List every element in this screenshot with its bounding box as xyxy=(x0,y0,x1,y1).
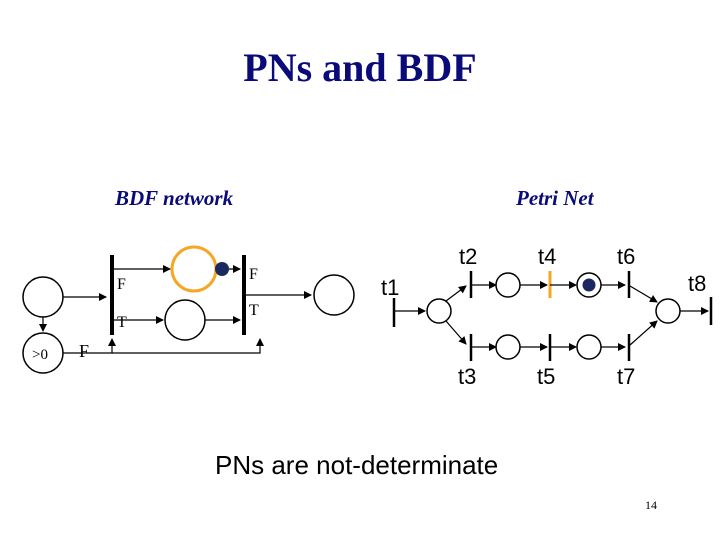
petri-transition-t8-label: t8 xyxy=(688,271,706,296)
bdf-switch-port-false: F xyxy=(117,276,126,293)
petri-lower-place-2 xyxy=(576,334,602,360)
bdf-select-actor xyxy=(242,255,246,335)
bdf-control-port: F xyxy=(79,341,89,361)
petri-arc-t7-to-final xyxy=(629,320,658,346)
petri-transition-t4-label: t4 xyxy=(538,244,556,269)
bdf-network-label: BDF network xyxy=(115,186,234,210)
petri-transition-t7-label: t7 xyxy=(617,364,635,389)
petri-net: t1 t2 t3 t4 xyxy=(381,244,713,389)
bdf-switch-port-true: T xyxy=(117,314,127,331)
slide-title: PNs and BDF xyxy=(243,45,477,90)
bdf-token xyxy=(215,262,229,276)
bdf-test-label: >0 xyxy=(32,347,48,363)
bdf-upper-actor xyxy=(170,245,218,293)
slide-note: PNs are not-determinate xyxy=(215,450,499,480)
petri-lower-place-1 xyxy=(495,334,521,360)
petri-place-center xyxy=(426,298,452,324)
petri-arc-center-to-t2 xyxy=(445,285,467,302)
petri-token xyxy=(582,278,596,292)
bdf-switch-actor xyxy=(110,255,114,335)
petri-arc-t6-to-final xyxy=(629,285,658,303)
bdf-lower-actor xyxy=(164,299,206,341)
bdf-sink-actor xyxy=(313,274,355,316)
petri-transition-t5-label: t5 xyxy=(537,364,555,389)
bdf-network: >0 F T F T xyxy=(22,245,355,374)
petri-net-label: Petri Net xyxy=(516,186,594,210)
petri-arc-center-to-t3 xyxy=(445,320,467,345)
petri-final-place xyxy=(655,298,681,324)
bdf-source-actor xyxy=(22,276,64,318)
petri-transition-t2-label: t2 xyxy=(459,244,477,269)
bdf-select-port-true: T xyxy=(249,302,259,319)
page-number: 14 xyxy=(645,498,657,512)
bdf-select-port-false: F xyxy=(249,266,258,283)
petri-transition-t3-label: t3 xyxy=(458,364,476,389)
petri-transition-t1-label: t1 xyxy=(381,275,399,300)
petri-transition-t6-label: t6 xyxy=(617,244,635,269)
bdf-control-to-select xyxy=(112,338,264,354)
petri-upper-place-1 xyxy=(495,272,521,298)
